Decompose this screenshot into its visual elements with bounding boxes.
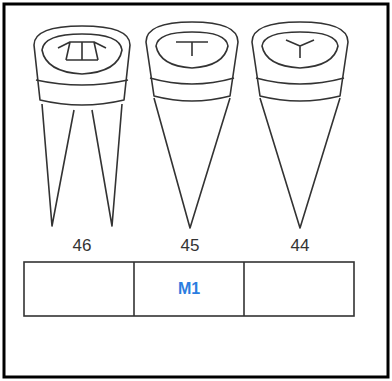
molar-crown: [34, 26, 130, 105]
fissure-lines: [286, 40, 314, 58]
crown-band: [256, 78, 344, 84]
occlusal-surface: [262, 32, 338, 68]
frame-border: [4, 4, 388, 377]
tooth-number: 46: [73, 236, 92, 255]
premolar-crown: [146, 22, 238, 101]
occlusal-surface: [42, 34, 122, 74]
table-divider: [133, 262, 135, 316]
table-cell-code: M1: [178, 280, 200, 297]
tooth-number: 45: [181, 236, 200, 255]
table-divider: [243, 262, 245, 316]
label-holder: 46: [73, 236, 92, 256]
premolar-root: [260, 98, 340, 228]
crown-band: [150, 78, 234, 84]
crown-band: [36, 80, 128, 85]
fissure-lines: [176, 42, 208, 56]
occlusal-surface: [156, 32, 228, 68]
fissure-lines: [58, 42, 106, 60]
label-holder: 45: [181, 236, 200, 256]
premolar-crown: [252, 22, 348, 101]
molar-root: [92, 104, 122, 226]
molar-root: [42, 104, 74, 226]
label-holder: M1: [178, 280, 200, 298]
label-holder: 44: [291, 236, 310, 256]
tooth-number: 44: [291, 236, 310, 255]
premolar-root: [154, 98, 230, 228]
chart-table: [24, 262, 354, 316]
